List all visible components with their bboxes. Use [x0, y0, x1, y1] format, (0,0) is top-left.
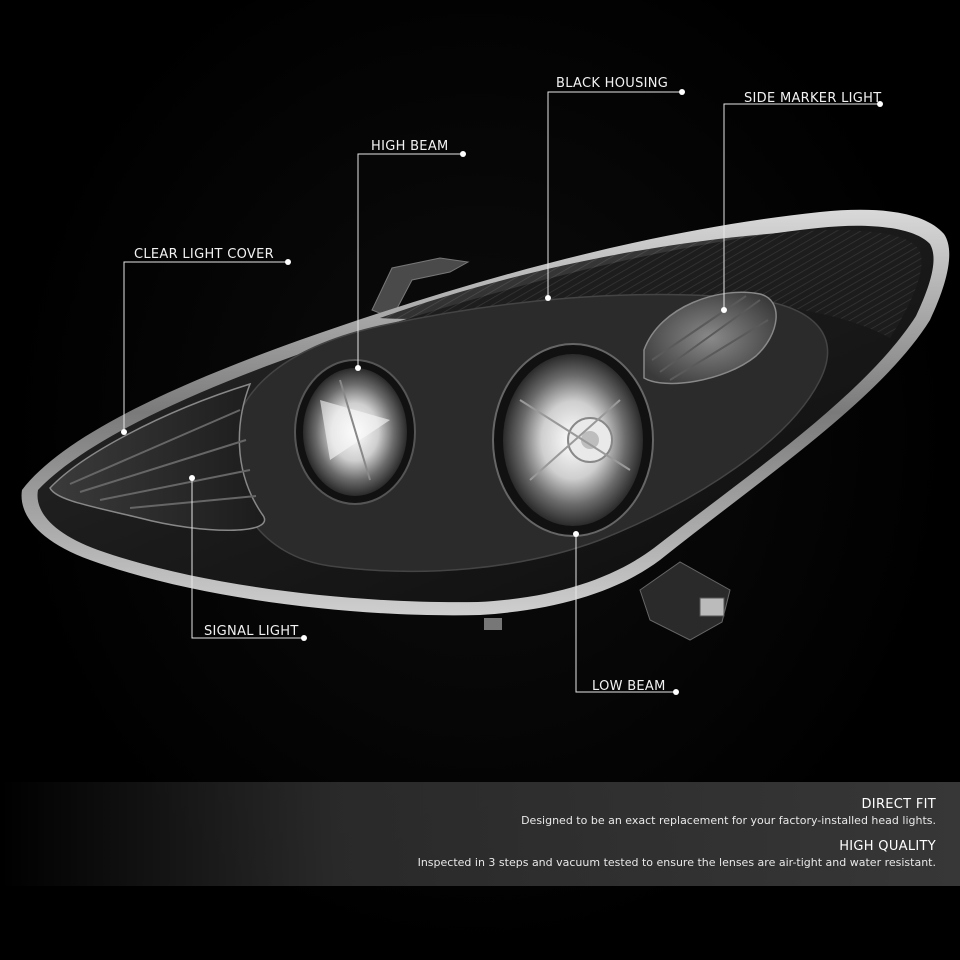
signal-light-shape — [49, 382, 266, 531]
callout-lines — [123, 91, 880, 693]
feature-description-direct-fit: Designed to be an exact replacement for … — [521, 814, 936, 827]
clear-light-cover-label: CLEAR LIGHT COVER — [134, 247, 274, 262]
signal-light-label: SIGNAL LIGHT — [204, 624, 299, 639]
low-beam-shape — [492, 343, 654, 537]
low-beam-label: LOW BEAM — [592, 679, 666, 694]
feature-panel: DIRECT FIT Designed to be an exact repla… — [0, 782, 960, 886]
high-beam-shape — [294, 359, 416, 505]
high-beam-label: HIGH BEAM — [371, 139, 449, 154]
side-marker-light-shape — [643, 291, 777, 385]
callout-dots — [121, 89, 883, 695]
feature-title-direct-fit: DIRECT FIT — [861, 797, 936, 812]
mounting-tabs — [130, 257, 731, 641]
black-housing-label: BLACK HOUSING — [556, 76, 669, 91]
side-marker-light-label: SIDE MARKER LIGHT — [744, 91, 882, 106]
feature-title-high-quality: HIGH QUALITY — [839, 839, 936, 854]
feature-description-high-quality: Inspected in 3 steps and vacuum tested t… — [417, 856, 936, 869]
